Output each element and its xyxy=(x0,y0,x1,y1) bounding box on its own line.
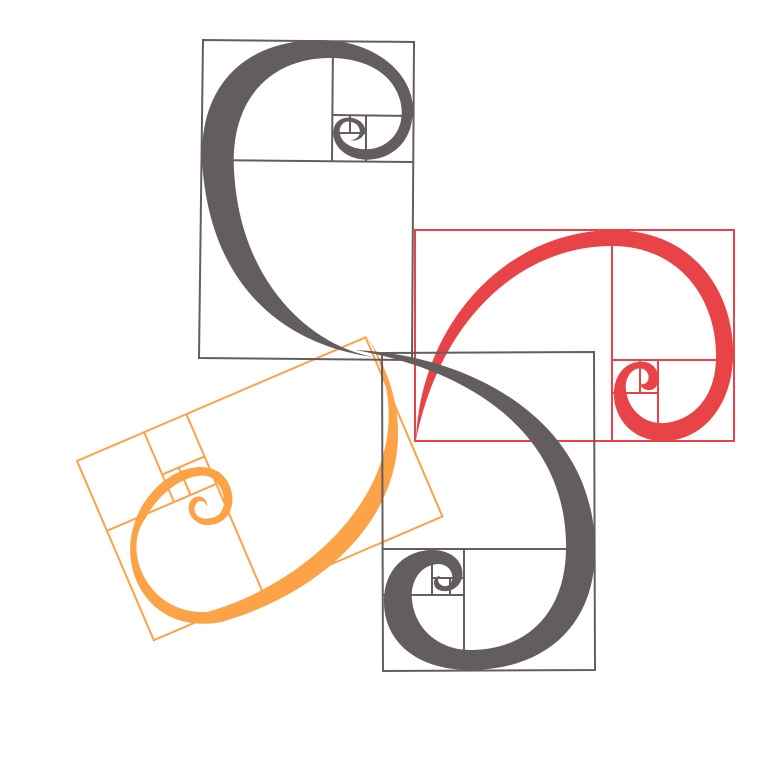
red-spiral xyxy=(414,229,735,442)
gray-spiral-top xyxy=(197,38,416,362)
gray-top-spiral-arm xyxy=(201,40,414,358)
orange-spiral xyxy=(75,335,444,642)
orange-spiral-arm xyxy=(130,336,398,624)
gray-spiral-bottom xyxy=(355,350,597,673)
red-golden-rectangle xyxy=(414,229,735,442)
gray-bottom-spiral-arm xyxy=(355,350,595,670)
red-spiral-arm xyxy=(416,230,734,442)
